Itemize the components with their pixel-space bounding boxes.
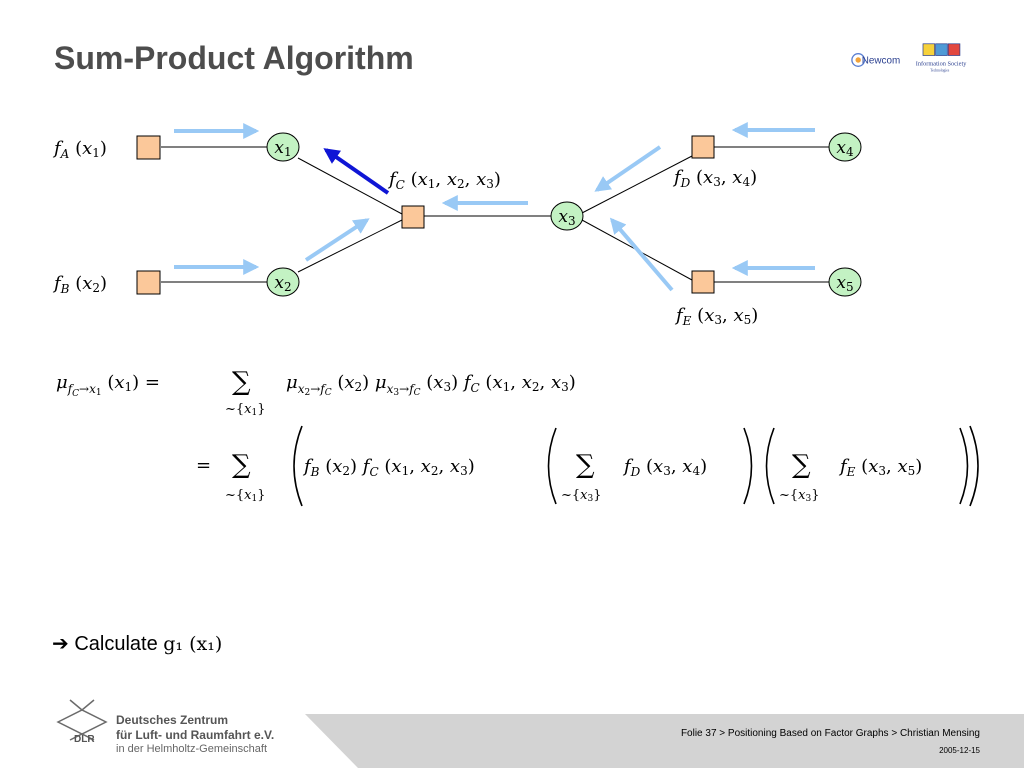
equation-line-2: = ∑ ~{x1} fB (x2) fC (x1, x2, x3) ∑ ~{x3… [196, 425, 979, 507]
message-arrows [174, 122, 815, 292]
ist-logo-line2: Technologies [930, 69, 950, 73]
big-paren-close-1 [969, 425, 979, 507]
factor-node-fc [401, 205, 425, 229]
factor-graph: x1 x2 x3 x4 x5 fA (x1) fB (x2) fC (x1, x… [52, 122, 979, 507]
calculate-prefix: ➔ Calculate [52, 633, 158, 655]
factor-node-fe [691, 270, 715, 294]
variable-node-x5 [828, 267, 862, 297]
factor-label-fb: fB (x2) [52, 273, 107, 296]
svg-text:∑: ∑ [232, 367, 251, 397]
svg-text:~{x3}: ~{x3} [779, 488, 820, 504]
edge-x3-fd [581, 155, 693, 214]
message-arrow-x2-fc [304, 218, 370, 262]
variable-nodes [266, 132, 862, 297]
dlr-abbr: DLR [74, 734, 95, 744]
factor-labels: fA (x1) fB (x2) fC (x1, x2, x3) fD (x3, … [52, 138, 758, 328]
dlr-name-line1: Deutsches Zentrum [116, 713, 229, 727]
variable-label-x2: x2 [274, 273, 291, 294]
calculate-expression: g₁ (x₁) [163, 633, 223, 655]
big-paren-open-3 [765, 427, 775, 505]
svg-text:~{x3}: ~{x3} [561, 488, 602, 504]
dlr-logo-icon: DLR [56, 699, 108, 744]
svg-text:∑: ∑ [232, 450, 251, 480]
svg-text:fE (x3, x5): fE (x3, x5) [838, 456, 922, 479]
factor-label-fc: fC (x1, x2, x3) [387, 169, 501, 192]
ist-logo-line1: Information Society [916, 60, 967, 67]
slide-title: Sum-Product Algorithm [54, 40, 414, 76]
svg-text:μx2→fC (x2) μx3→fC (x3) fC (x1: μx2→fC (x2) μx3→fC (x3) fC (x1, x2, x3) [286, 372, 576, 398]
factor-nodes [136, 135, 715, 295]
newcom-logo: Newcom [851, 53, 900, 67]
footer-breadcrumb: Folie 37 > Positioning Based on Factor G… [680, 728, 980, 739]
variable-label-x5: x5 [836, 273, 853, 294]
calculate-line: ➔ Calculate g₁ (x₁) [52, 631, 222, 656]
dlr-name-line2: für Luft- und Raumfahrt e.V. [116, 728, 275, 742]
message-arrow-fe-x3 [609, 217, 674, 292]
big-paren-open-2 [547, 427, 557, 505]
header-logos: Newcom Information Society Technologies [851, 43, 967, 73]
variable-node-x2 [266, 267, 300, 297]
message-arrow-fc-x1-highlight [323, 148, 390, 195]
svg-text:∑: ∑ [576, 450, 595, 480]
dlr-name-line3: in der Helmholtz-Gemeinschaft [116, 743, 268, 755]
svg-text:fB (x2) fC (x1, x2, x3): fB (x2) fC (x1, x2, x3) [302, 456, 475, 479]
factor-node-fb [136, 270, 161, 295]
svg-text:~{x1}: ~{x1} [225, 402, 266, 418]
svg-text:μfC→x1 (x1) =: μfC→x1 (x1) = [56, 372, 160, 399]
equation-line-1: μfC→x1 (x1) = ∑ ~{x1} μx2→fC (x2) μx3→fC… [56, 367, 576, 418]
newcom-logo-text: Newcom [862, 56, 900, 67]
variable-label-x4: x4 [836, 138, 854, 159]
message-arrow-fd-x3 [594, 145, 662, 192]
svg-text:=: = [196, 455, 211, 476]
edge-x1-fc [297, 157, 403, 215]
ist-logo: Information Society Technologies [916, 43, 967, 73]
factor-node-fd [691, 135, 715, 159]
svg-text:~{x1}: ~{x1} [225, 488, 266, 504]
factor-label-fd: fD (x3, x4) [672, 167, 757, 190]
footer-date: 2005-12-15 [939, 746, 980, 755]
factor-node-fa [136, 135, 161, 160]
variable-labels: x1 x2 x3 x4 x5 [274, 138, 854, 294]
factor-label-fa: fA (x1) [52, 138, 107, 161]
factor-label-fe: fE (x3, x5) [674, 305, 758, 328]
big-paren-close-2 [743, 427, 753, 505]
graph-edges [161, 146, 830, 283]
variable-label-x1: x1 [274, 138, 291, 159]
big-paren-close-3 [959, 427, 969, 505]
variable-node-x3 [550, 201, 584, 231]
variable-node-x1 [266, 132, 300, 162]
svg-text:fD (x3, x4): fD (x3, x4) [622, 456, 707, 479]
edge-x2-fc [297, 219, 403, 273]
footer-band [305, 714, 1024, 768]
svg-text:∑: ∑ [792, 450, 811, 480]
variable-node-x4 [828, 132, 862, 162]
big-paren-open-1 [293, 425, 303, 507]
variable-label-x3: x3 [558, 207, 575, 228]
